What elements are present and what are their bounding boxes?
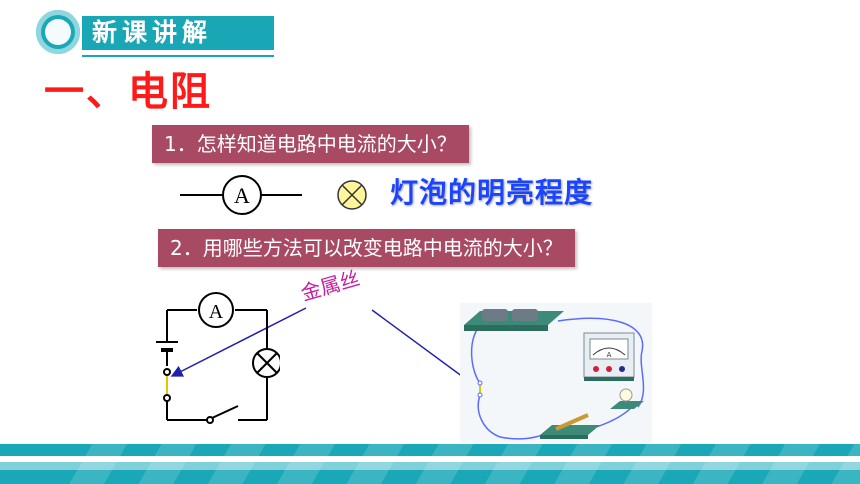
schematic-lamp-icon bbox=[252, 348, 280, 378]
knife-switch-icon bbox=[540, 413, 600, 439]
bulb-brightness-text: 灯泡的明亮程度 bbox=[390, 176, 594, 209]
schematic-ammeter: A bbox=[198, 292, 234, 328]
lamp-cross-icon bbox=[337, 180, 367, 210]
ammeter-symbol: A bbox=[180, 175, 302, 215]
ammeter-letter: A bbox=[234, 183, 250, 208]
bulb-device-icon bbox=[610, 388, 644, 409]
header-circle-icon bbox=[36, 10, 80, 54]
footer-stripe-white bbox=[0, 456, 860, 462]
battery-box-icon bbox=[464, 309, 564, 331]
header-bar bbox=[82, 16, 274, 50]
header-underline bbox=[82, 55, 274, 57]
footer-stripe-light bbox=[0, 462, 860, 470]
meter-letter: A bbox=[607, 351, 612, 359]
arrow-to-schematic bbox=[170, 307, 307, 377]
footer-diagonal-pattern bbox=[60, 440, 860, 484]
symbol-row: A bbox=[180, 175, 367, 215]
schematic-ammeter-letter: A bbox=[209, 301, 224, 323]
footer-stripe-dark bbox=[0, 444, 860, 456]
circuit-photo: A bbox=[460, 303, 652, 443]
footer-stripe-bottom bbox=[0, 470, 860, 484]
ammeter-device-icon: A bbox=[583, 332, 635, 381]
page-header-title: 新课讲解 bbox=[92, 18, 213, 47]
question-2-box: 2．用哪些方法可以改变电路中电流的大小？ bbox=[158, 229, 575, 267]
question-1-box: 1．怎样知道电路中电流的大小？ bbox=[152, 125, 469, 163]
circuit-schematic: A bbox=[156, 292, 280, 424]
section-title: 一、电阻 bbox=[44, 69, 212, 115]
